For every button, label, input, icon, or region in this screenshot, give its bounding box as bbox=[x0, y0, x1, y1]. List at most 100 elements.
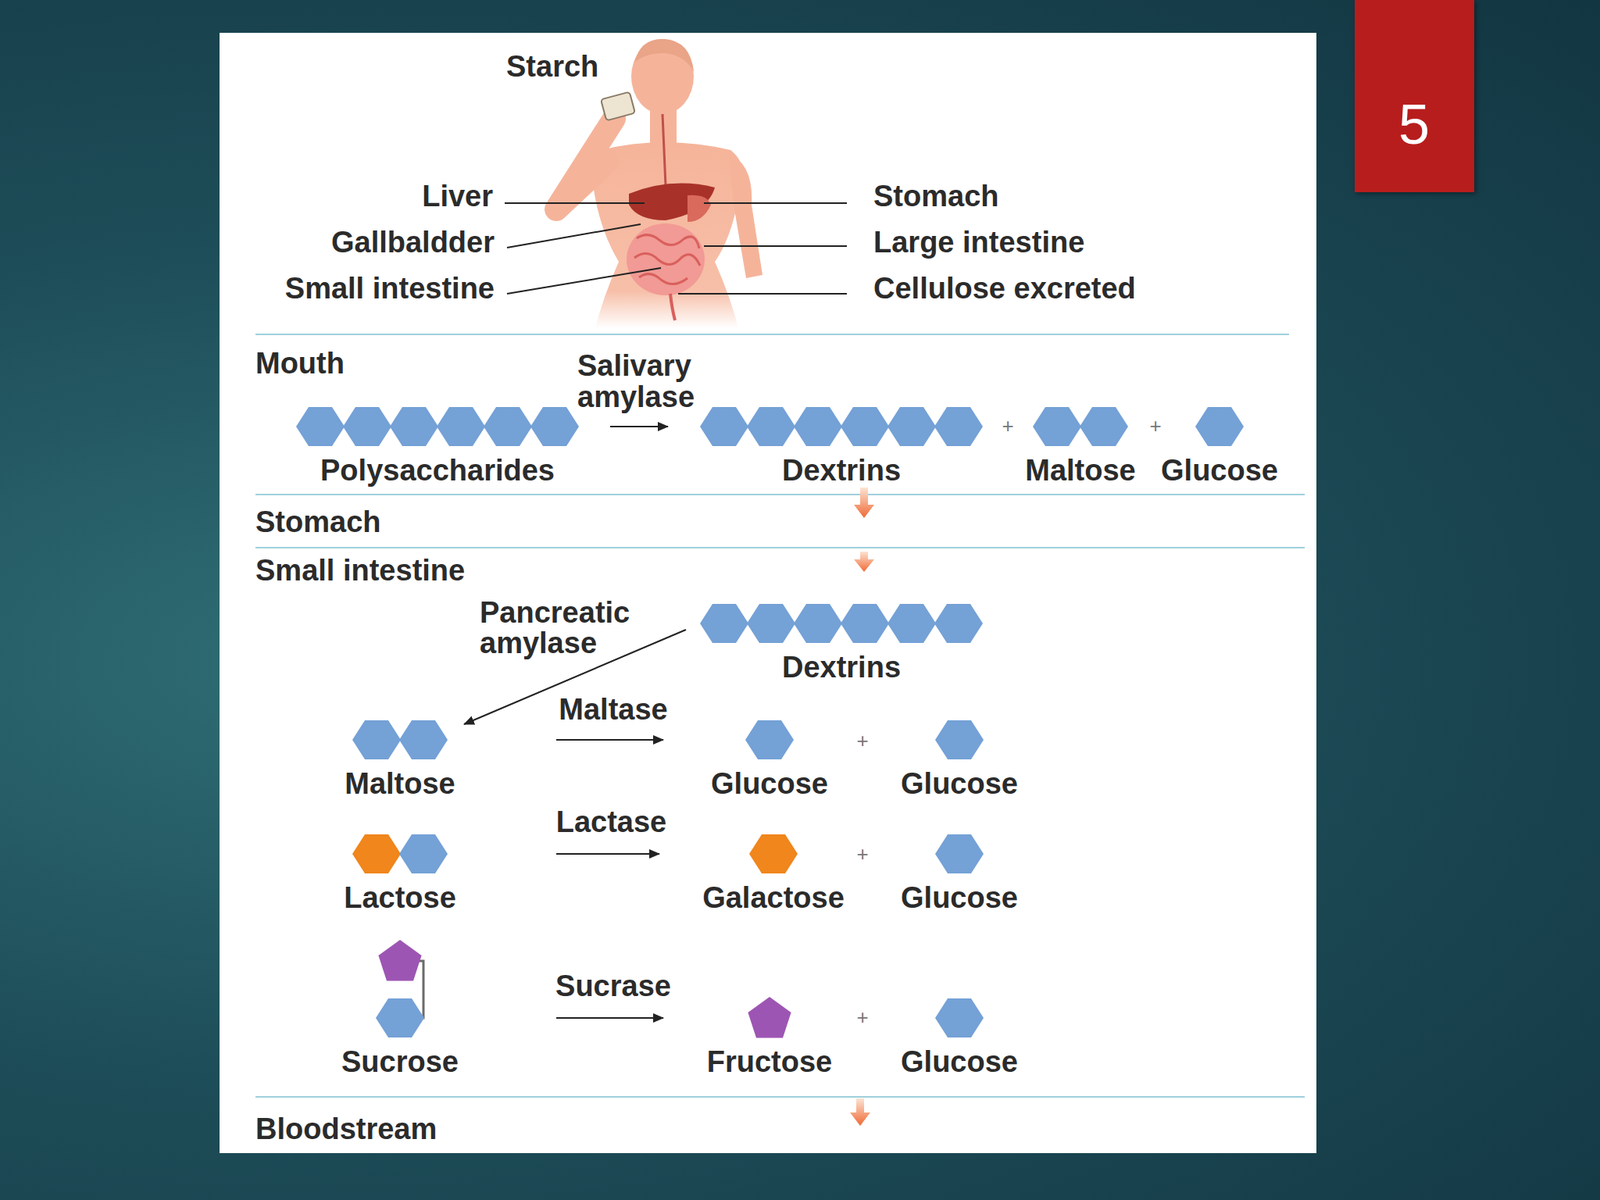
molecule-chain bbox=[696, 601, 986, 646]
molecule-name: Galactose bbox=[695, 882, 852, 915]
glucose-hexagon bbox=[342, 407, 392, 447]
plus-sign: + bbox=[856, 1007, 868, 1029]
molecule-node: Sucrose bbox=[325, 937, 475, 1079]
molecule-name: Glucose bbox=[885, 1046, 1034, 1079]
galactose-hexagon bbox=[749, 834, 798, 874]
molecule-chain bbox=[696, 404, 986, 449]
molecule-node: Glucose bbox=[885, 832, 1034, 915]
glucose-hexagon bbox=[1195, 407, 1244, 447]
leader-line bbox=[504, 202, 645, 204]
white-panel bbox=[219, 32, 1317, 1154]
leader-line bbox=[703, 202, 847, 204]
glucose-hexagon bbox=[352, 720, 401, 760]
glucose-hexagon bbox=[793, 407, 843, 447]
plus-sign: + bbox=[856, 730, 868, 752]
intestines bbox=[626, 223, 705, 296]
molecule-chain bbox=[325, 832, 475, 876]
leader-line bbox=[507, 224, 641, 248]
connector bbox=[556, 853, 660, 855]
glucose-hexagon bbox=[483, 407, 533, 447]
molecule-chain bbox=[325, 717, 475, 762]
molecule-name: Fructose bbox=[695, 1046, 844, 1079]
molecule-node: Glucose bbox=[1157, 404, 1283, 487]
enzyme-label: Lactase bbox=[527, 807, 696, 839]
molecule-name: Dextrins bbox=[696, 455, 986, 487]
molecule-node: Dextrins bbox=[696, 404, 986, 487]
molecule-node: Glucose bbox=[885, 717, 1034, 800]
leader-line bbox=[678, 292, 847, 295]
molecule-node: Dextrins bbox=[696, 601, 986, 684]
glucose-hexagon bbox=[934, 407, 983, 447]
molecule-node: Polysaccharides bbox=[289, 404, 586, 487]
molecule-name: Lactose bbox=[325, 882, 475, 915]
molecule-node: Fructose bbox=[695, 996, 844, 1079]
down-arrow bbox=[853, 487, 875, 518]
galactose-hexagon bbox=[352, 834, 401, 874]
connector bbox=[556, 739, 664, 741]
plus-sign: + bbox=[856, 843, 868, 865]
section-label: Small intestine bbox=[255, 555, 465, 587]
fructose-pentagon bbox=[747, 996, 791, 1039]
glucose-hexagon bbox=[934, 603, 983, 643]
section-rule bbox=[255, 546, 1305, 549]
molecule-name: Maltose bbox=[1014, 455, 1147, 487]
glucose-hexagon bbox=[746, 603, 796, 643]
glucose-hexagon bbox=[700, 407, 749, 447]
glucose-hexagon bbox=[1032, 407, 1082, 447]
glucose-hexagon bbox=[935, 834, 984, 874]
molecule-node: Glucose bbox=[885, 996, 1034, 1079]
molecule-chain bbox=[325, 937, 475, 1040]
down-arrow bbox=[850, 1098, 871, 1126]
molecule-name: Dextrins bbox=[696, 652, 986, 684]
part-label: Liver bbox=[421, 181, 493, 213]
molecule-name: Glucose bbox=[695, 768, 844, 800]
section-rules bbox=[255, 334, 1305, 1097]
molecule-name: Polysaccharides bbox=[289, 455, 586, 487]
enzyme-label: Maltase bbox=[529, 694, 698, 726]
rectum bbox=[670, 293, 675, 321]
molecule-node: Galactose bbox=[695, 832, 852, 915]
glucose-hexagon bbox=[746, 407, 796, 447]
head bbox=[631, 39, 694, 115]
molecule-node: Maltose bbox=[325, 717, 475, 800]
enzyme-label: Pancreatic amylase bbox=[479, 597, 648, 661]
molecule-name: Glucose bbox=[885, 768, 1034, 800]
intestine-loops bbox=[634, 235, 700, 285]
molecule-chain bbox=[1157, 404, 1283, 449]
reaction-arrow bbox=[610, 425, 668, 428]
leader-line bbox=[507, 267, 661, 294]
glucose-hexagon bbox=[887, 407, 936, 447]
part-label: Starch bbox=[506, 51, 599, 83]
slide-number: 5 bbox=[1398, 95, 1430, 155]
section-label: Stomach bbox=[255, 507, 381, 539]
glucose-hexagon bbox=[745, 720, 794, 760]
molecule-name: Glucose bbox=[1157, 455, 1283, 487]
molecule-chain bbox=[885, 996, 1034, 1040]
fructose-pentagon bbox=[378, 939, 422, 982]
glucose-hexagon bbox=[399, 720, 448, 760]
section-rule bbox=[255, 493, 1305, 496]
reaction-arrow bbox=[556, 853, 660, 855]
arm bbox=[728, 153, 763, 279]
glucose-hexagon bbox=[840, 603, 890, 643]
glucose-hexagon bbox=[436, 407, 486, 447]
molecule-chain bbox=[695, 996, 844, 1040]
plus-sign: + bbox=[1001, 415, 1014, 437]
bread-slice bbox=[600, 92, 636, 122]
glucose-hexagon bbox=[296, 407, 345, 447]
molecule-name: Sucrose bbox=[325, 1046, 475, 1079]
connector bbox=[610, 426, 668, 428]
section-rule bbox=[255, 333, 1290, 336]
part-label: Stomach bbox=[873, 181, 999, 213]
glucose-hexagon bbox=[840, 407, 890, 447]
molecule-chain bbox=[695, 832, 852, 876]
raised-arm bbox=[556, 118, 615, 210]
section-rule bbox=[255, 1096, 1305, 1098]
glucose-hexagon bbox=[935, 720, 984, 760]
molecule-chain bbox=[885, 717, 1034, 762]
leader-line bbox=[703, 245, 847, 247]
glucose-hexagon bbox=[375, 998, 425, 1038]
